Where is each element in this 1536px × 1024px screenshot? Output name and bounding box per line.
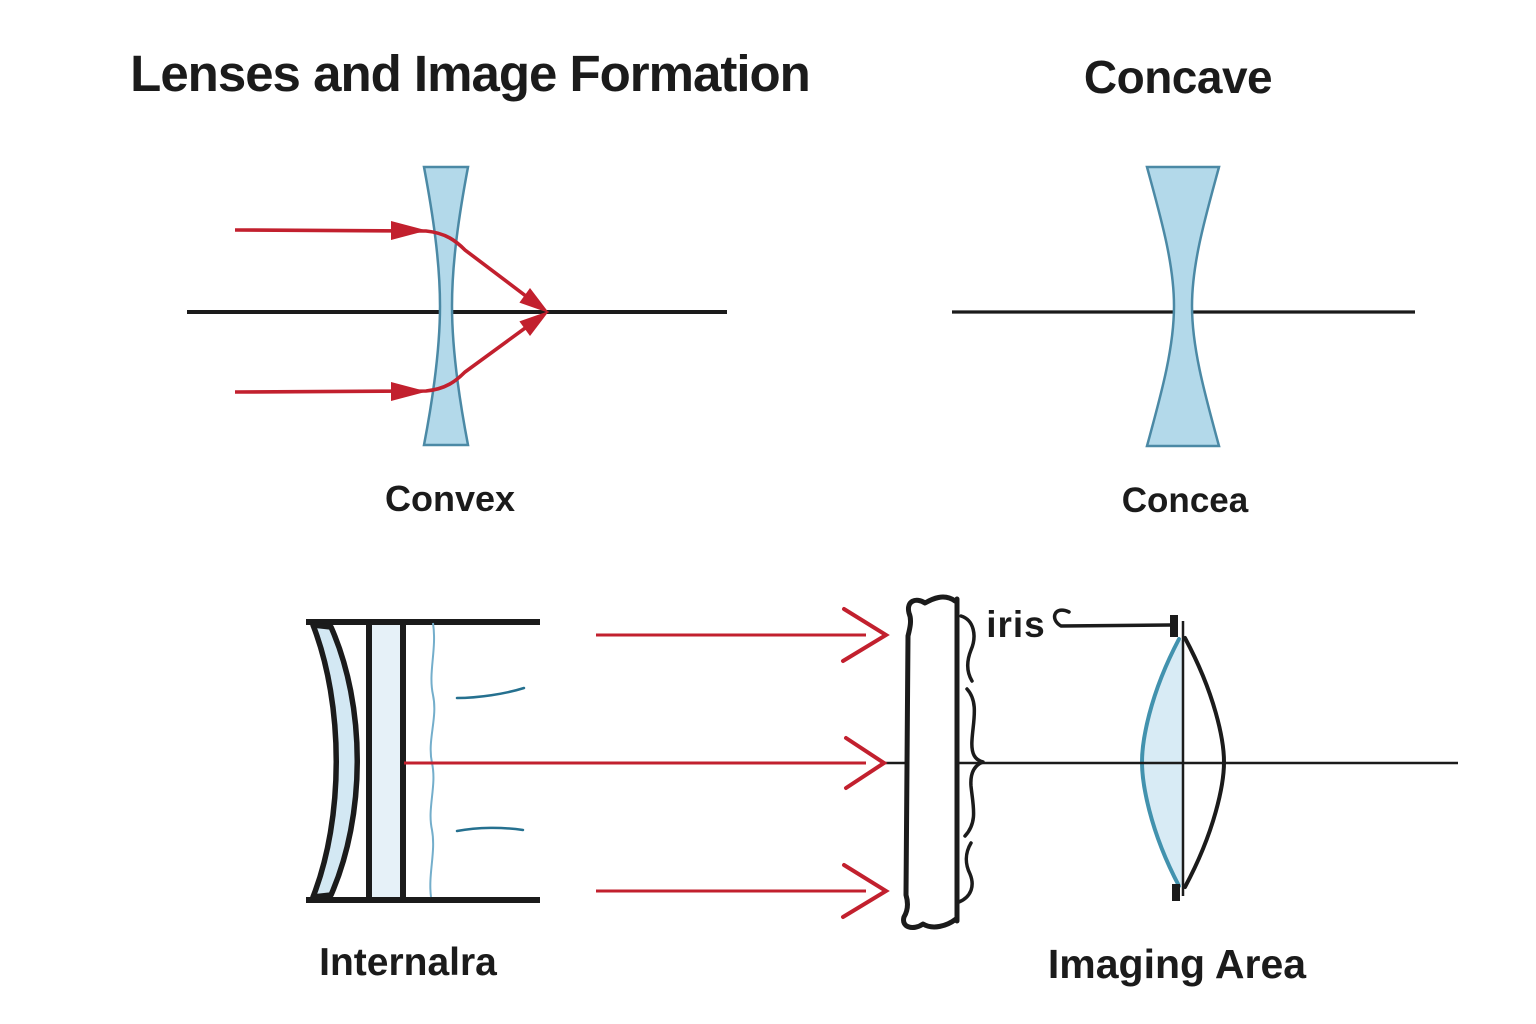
convex-lens-shape	[422, 165, 470, 447]
iris-plate-fill	[906, 603, 956, 919]
lower-ray-arrowhead	[391, 382, 427, 401]
lower-light-ray	[234, 313, 545, 394]
iris-brace-bottom	[957, 841, 974, 904]
concea-label: Concea	[1121, 481, 1249, 520]
bottom-parallel-ray-arrowhead	[841, 863, 890, 919]
convex-label: Convex	[384, 478, 516, 519]
upper-surface-mark	[455, 686, 526, 700]
wavy-surface-line	[429, 622, 436, 898]
upper-focal-arrowhead	[519, 288, 549, 313]
imaging-system-diagram	[306, 594, 1458, 930]
lower-focal-arrowhead	[519, 311, 549, 336]
iris-plate-outline	[901, 594, 959, 930]
concave-title: Concave	[1083, 51, 1273, 103]
concave-lens-diagram	[952, 165, 1415, 448]
lower-surface-mark	[455, 826, 525, 833]
flat-element	[366, 619, 406, 903]
concave-lens-shape	[1145, 165, 1221, 448]
meniscus-element	[310, 622, 360, 900]
iris-label: iris	[986, 604, 1046, 645]
top-parallel-ray-arrowhead	[841, 607, 890, 663]
imaging-area-label: Imaging Area	[1047, 941, 1307, 987]
iris-callout-line	[1052, 608, 1172, 628]
middle-parallel-ray-arrowhead	[844, 736, 888, 790]
upper-ray-arrowhead	[391, 221, 427, 240]
upper-light-ray	[234, 228, 545, 311]
main-title: Lenses and Image Formation	[130, 45, 811, 102]
convex-ray-diagram	[187, 165, 727, 447]
internalra-label: Internalra	[319, 941, 497, 984]
iris-brace-middle	[963, 687, 985, 838]
iris-brace-top	[959, 614, 976, 683]
